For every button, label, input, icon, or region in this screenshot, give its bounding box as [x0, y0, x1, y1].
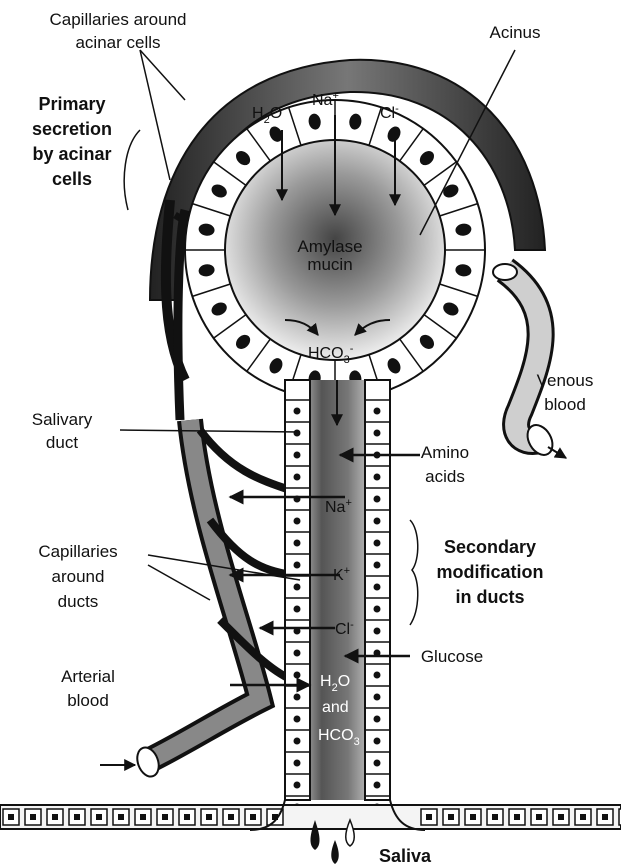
epithelium-nucleus: [162, 814, 168, 820]
duct-cell-nucleus: [294, 738, 301, 745]
epithelium-nucleus: [470, 814, 476, 820]
label-acinus: Acinus: [489, 23, 540, 42]
duct-cell-nucleus: [294, 540, 301, 547]
duct-cell-nucleus: [294, 430, 301, 437]
duct-cell-nucleus: [374, 474, 381, 481]
label-venous-blood: Venous: [537, 371, 594, 390]
label-mucin: mucin: [307, 255, 352, 274]
epithelium-nucleus: [184, 814, 190, 820]
svg-text:modification: modification: [437, 562, 544, 582]
duct-cell-nucleus: [294, 672, 301, 679]
duct-cell-nucleus: [374, 408, 381, 415]
duct-cell-nucleus: [294, 562, 301, 569]
epithelium-nucleus: [492, 814, 498, 820]
label-secondary-modification: Secondary: [444, 537, 536, 557]
epithelium-nucleus: [250, 814, 256, 820]
epithelium-nucleus: [8, 814, 14, 820]
duct-cell-nucleus: [294, 760, 301, 767]
duct-cell-nucleus: [374, 430, 381, 437]
epithelium-nucleus: [448, 814, 454, 820]
epithelium-nucleus: [558, 814, 564, 820]
salivary-duct: [285, 380, 390, 811]
duct-cell-nucleus: [374, 716, 381, 723]
svg-text:duct: duct: [46, 433, 78, 452]
duct-cell-nucleus: [294, 474, 301, 481]
label-capillaries-acinar: Capillaries around: [49, 10, 186, 29]
label-saliva: Saliva: [379, 846, 432, 866]
svg-text:acids: acids: [425, 467, 465, 486]
duct-cell-nucleus: [374, 606, 381, 613]
label-salivary-duct: Salivary: [32, 410, 93, 429]
svg-text:around: around: [52, 567, 105, 586]
svg-text:by acinar: by acinar: [32, 144, 111, 164]
duct-cell-nucleus: [294, 606, 301, 613]
epithelium-nucleus: [580, 814, 586, 820]
duct-cell-nucleus: [374, 672, 381, 679]
duct-cell-nucleus: [374, 540, 381, 547]
svg-text:secretion: secretion: [32, 119, 112, 139]
label-amino-acids: Amino: [421, 443, 469, 462]
duct-cell-nucleus: [374, 738, 381, 745]
epithelium-nucleus: [602, 814, 608, 820]
oral-epithelium: [0, 800, 621, 830]
duct-cell-nucleus: [374, 496, 381, 503]
epithelium-nucleus: [140, 814, 146, 820]
epithelium-nucleus: [228, 814, 234, 820]
svg-text:ducts: ducts: [58, 592, 99, 611]
svg-text:blood: blood: [67, 691, 109, 710]
duct-cell-nucleus: [294, 584, 301, 591]
epithelium-nucleus: [118, 814, 124, 820]
duct-cell-nucleus: [374, 760, 381, 767]
label-amylase: Amylase: [297, 237, 362, 256]
duct-cell-nucleus: [294, 650, 301, 657]
label-capillaries-ducts: Capillaries: [38, 542, 117, 561]
epithelium-nucleus: [74, 814, 80, 820]
svg-text:cells: cells: [52, 169, 92, 189]
duct-cell-nucleus: [374, 518, 381, 525]
epithelium-nucleus: [30, 814, 36, 820]
svg-text:blood: blood: [544, 395, 586, 414]
duct-cell-nucleus: [294, 452, 301, 459]
venous-vessel: [493, 264, 566, 459]
label-arterial-blood: Arterial: [61, 667, 115, 686]
epithelium-nucleus: [536, 814, 542, 820]
duct-cell-nucleus: [374, 694, 381, 701]
duct-cell-nucleus: [374, 782, 381, 789]
epithelium-nucleus: [426, 814, 432, 820]
svg-text:acinar cells: acinar cells: [75, 33, 160, 52]
label-and: and: [322, 699, 349, 716]
epithelium-nucleus: [96, 814, 102, 820]
duct-cell-nucleus: [294, 518, 301, 525]
label-primary-secretion: Primary: [38, 94, 105, 114]
duct-cell-nucleus: [374, 562, 381, 569]
epithelium-nucleus: [52, 814, 58, 820]
duct-cell-nucleus: [374, 584, 381, 591]
epithelium-nucleus: [206, 814, 212, 820]
duct-cell-nucleus: [294, 408, 301, 415]
duct-cell-nucleus: [294, 782, 301, 789]
duct-cell-nucleus: [294, 716, 301, 723]
svg-text:in ducts: in ducts: [455, 587, 524, 607]
duct-cell-nucleus: [374, 628, 381, 635]
duct-cell-nucleus: [294, 694, 301, 701]
epithelium-nucleus: [514, 814, 520, 820]
label-glucose: Glucose: [421, 647, 483, 666]
